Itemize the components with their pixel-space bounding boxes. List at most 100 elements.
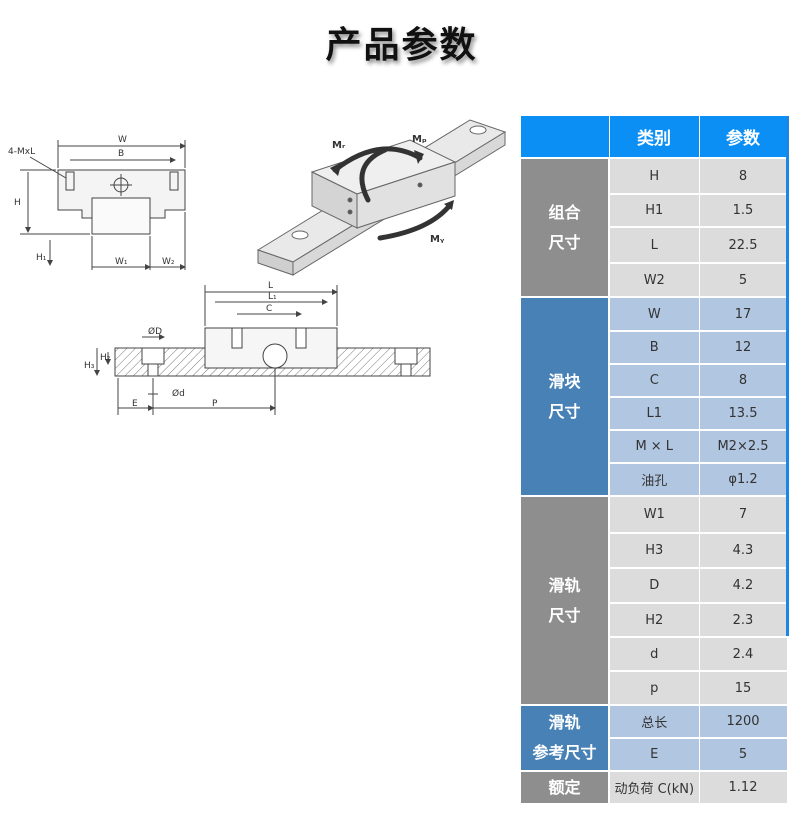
param-name: H1 [609, 194, 700, 228]
label-mp: Mₚ [412, 134, 427, 145]
label-mr: Mᵣ [332, 140, 346, 151]
header-value: 参数 [699, 116, 788, 159]
group-label: 滑轨尺寸 [521, 496, 610, 706]
group-label: 组合尺寸 [521, 158, 610, 298]
group-label-line: 组合 [548, 202, 581, 222]
param-name: H [609, 158, 700, 195]
label-mxl: 4-MxL [8, 147, 35, 157]
label-l: L [268, 281, 273, 291]
param-value: 2.3 [699, 603, 788, 638]
header-blank [521, 116, 610, 159]
param-value: 8 [699, 158, 788, 195]
param-name: 动负荷 C(kN) [609, 771, 700, 805]
param-name: 总长 [609, 705, 700, 739]
param-name: H3 [609, 533, 700, 569]
param-value: 17 [699, 297, 788, 332]
param-value: 5 [699, 263, 788, 298]
param-name: W2 [609, 263, 700, 298]
table-header-row: 类别 参数 [521, 116, 788, 159]
param-value: M2×2.5 [699, 430, 788, 464]
param-name: E [609, 738, 700, 772]
param-value: 2.4 [699, 637, 788, 672]
param-name: D [609, 568, 700, 604]
param-value: 8 [699, 364, 788, 398]
table-edge-bar [786, 116, 789, 636]
param-value: 7 [699, 496, 788, 534]
group-label-line: 尺寸 [548, 232, 581, 252]
group-label: 滑块尺寸 [521, 297, 610, 497]
header-category: 类别 [609, 116, 700, 159]
label-h3: H₃ [84, 361, 95, 371]
label-e: E [132, 399, 138, 409]
group-label-line: 滑块 [548, 371, 581, 391]
param-value: 1.12 [699, 771, 788, 805]
label-small-d: Ød [172, 388, 185, 399]
param-name: W [609, 297, 700, 332]
label-h2: H₂ [100, 353, 111, 363]
table-row: 额定 动负荷 C(kN)1.12 [521, 771, 788, 805]
label-my: Mᵧ [430, 234, 445, 245]
param-value: 1200 [699, 705, 788, 739]
param-value: 12 [699, 331, 788, 365]
param-name: H2 [609, 603, 700, 638]
group-label-line: 参考尺寸 [532, 743, 597, 762]
label-od: ØD [148, 326, 162, 337]
param-name: L1 [609, 397, 700, 431]
group-label-line: 尺寸 [548, 401, 581, 421]
label-h: H [14, 198, 21, 208]
label-c: C [266, 304, 272, 314]
param-value: 5 [699, 738, 788, 772]
param-name: L [609, 227, 700, 264]
param-name: B [609, 331, 700, 365]
technical-drawings: 4-MxL W B H H₁ W₁ W₂ Mᵣ Mₚ Mᵧ [8, 119, 507, 415]
group-label-line: 滑轨 [548, 713, 581, 732]
param-value: 4.3 [699, 533, 788, 569]
label-b: B [118, 149, 124, 159]
param-value: 15 [699, 671, 788, 706]
param-value: 4.2 [699, 568, 788, 604]
cross-section-view [20, 140, 186, 270]
param-value: 22.5 [699, 227, 788, 264]
page-title: 产品参数 [325, 25, 478, 66]
group-label: 滑轨参考尺寸 [521, 705, 610, 772]
param-name: M × L [609, 430, 700, 464]
param-value: φ1.2 [699, 463, 788, 497]
label-w1: W₁ [115, 257, 128, 267]
moment-arrows [332, 146, 453, 241]
param-name: p [609, 671, 700, 706]
param-value: 1.5 [699, 194, 788, 228]
label-h1: H₁ [36, 253, 47, 263]
isometric-view [256, 119, 507, 276]
param-value: 13.5 [699, 397, 788, 431]
label-w2: W₂ [162, 257, 175, 267]
group-label-line: 尺寸 [548, 605, 581, 625]
group-label: 额定 [521, 771, 610, 805]
param-name: 油孔 [609, 463, 700, 497]
side-view [94, 285, 431, 415]
group-label-line: 滑轨 [548, 575, 581, 595]
param-name: d [609, 637, 700, 672]
param-name: C [609, 364, 700, 398]
param-name: W1 [609, 496, 700, 534]
label-p: P [212, 399, 218, 409]
label-l1: L₁ [268, 292, 277, 302]
group-label-line: 额定 [548, 777, 581, 797]
